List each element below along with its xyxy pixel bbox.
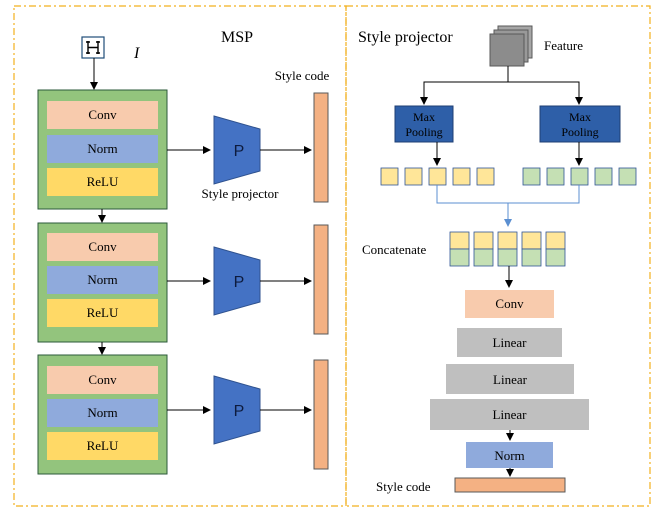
conv-layer-label: Conv <box>88 239 117 254</box>
norm-layer-label: Norm <box>87 405 117 420</box>
linear-layer-1-label: Linear <box>493 335 528 350</box>
norm-layer <box>47 266 158 294</box>
norm-layer-label: Norm <box>87 272 117 287</box>
conv-layer <box>47 101 158 129</box>
input-label: I <box>133 45 140 62</box>
norm-layer <box>47 135 158 163</box>
relu-layer-label: ReLU <box>87 438 119 453</box>
projector-title: Style projector <box>358 29 453 46</box>
relu-layer-label: ReLU <box>87 174 119 189</box>
norm-layer-label: Norm <box>87 141 117 156</box>
projector-conv-label: Conv <box>495 296 524 311</box>
max-pooling-left-line1: Max <box>413 110 435 124</box>
style-code-bar <box>313 359 329 470</box>
split-connector <box>508 81 583 105</box>
conv-layer <box>47 233 158 261</box>
style-code-bar <box>313 224 329 335</box>
linear-layer-1 <box>457 328 562 357</box>
linear-layer-3 <box>430 399 589 430</box>
image-input-icon <box>81 36 105 59</box>
merge-connector <box>436 185 580 204</box>
max-pooling-right-line2: Pooling <box>561 125 598 139</box>
style-projector-2: P <box>167 224 329 335</box>
conv-layer-label: Conv <box>88 372 117 387</box>
projector-norm-label: Norm <box>494 448 524 463</box>
msp-block-2: Conv Norm ReLU <box>37 222 168 343</box>
concatenated-vector <box>449 231 566 267</box>
projector-norm <box>466 442 553 468</box>
max-pooling-right-line1: Max <box>569 110 591 124</box>
msp-title: MSP <box>221 29 253 46</box>
feature-label: Feature <box>544 38 583 53</box>
linear-layer-3-label: Linear <box>493 407 528 422</box>
style-projector-1: P <box>167 92 329 203</box>
projector-style-code-label: Style code <box>376 479 431 494</box>
feature-stack-icon <box>489 25 533 67</box>
projector-glyph: P <box>234 403 245 420</box>
projector-glyph: P <box>234 143 245 160</box>
pooled-vector-right <box>522 167 637 186</box>
relu-layer-label: ReLU <box>87 305 119 320</box>
concatenate-label: Concatenate <box>362 242 426 257</box>
msp-panel-border <box>13 5 347 507</box>
projector-panel-border <box>345 5 651 507</box>
linear-layer-2-label: Linear <box>493 372 528 387</box>
style-projector-3: P <box>167 359 329 470</box>
relu-layer <box>47 168 158 196</box>
max-pooling-right <box>539 105 621 143</box>
split-connector <box>420 66 509 105</box>
conv-layer-label: Conv <box>88 107 117 122</box>
pooled-vector-left <box>380 167 495 186</box>
msp-block-1: Conv Norm ReLU <box>37 89 168 210</box>
msp-block-3: Conv Norm ReLU <box>37 354 168 475</box>
projector-conv <box>465 290 554 318</box>
projector-glyph: P <box>234 274 245 291</box>
max-pooling-left-line2: Pooling <box>405 125 442 139</box>
relu-layer <box>47 299 158 327</box>
msp-style-code-label: Style code <box>275 68 330 83</box>
projector-style-code-bar <box>454 477 566 493</box>
relu-layer <box>47 432 158 460</box>
msp-projector-label: Style projector <box>202 186 280 201</box>
conv-layer <box>47 366 158 394</box>
max-pooling-left <box>394 105 454 143</box>
style-code-bar <box>313 92 329 203</box>
norm-layer <box>47 399 158 427</box>
linear-layer-2 <box>446 364 574 394</box>
